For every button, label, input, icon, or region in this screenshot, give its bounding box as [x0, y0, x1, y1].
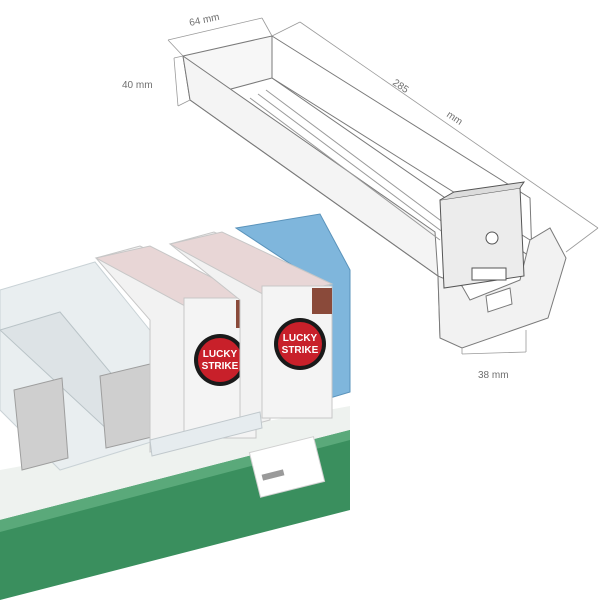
tray-right-wall — [271, 35, 533, 259]
price-label — [248, 436, 326, 498]
logo-disc-right — [278, 322, 322, 366]
price-label-barcode — [261, 469, 285, 481]
tray-front-lip — [437, 227, 567, 349]
pusher-left — [13, 377, 69, 471]
logo-disc-left — [198, 338, 242, 382]
pusher-hole — [485, 231, 499, 245]
pusher-tray-drawing — [182, 35, 567, 349]
dim-label-width: 64 mm — [188, 12, 220, 29]
front-lip-left — [149, 411, 263, 457]
tray-front-notch — [485, 287, 513, 313]
brand-line2-right: STRIKE — [282, 345, 319, 356]
dim-label-length-unit: mm — [444, 109, 464, 127]
pusher-rail — [249, 89, 457, 241]
brand-line2-left: STRIKE — [202, 361, 239, 372]
dim-label-length-value: 285 — [390, 77, 410, 96]
pusher-middle — [99, 363, 157, 449]
brand-line1-right: LUCKY — [283, 333, 318, 344]
shelf-top-surface — [0, 406, 350, 520]
dim-line-length — [299, 21, 599, 229]
pusher-paddle — [439, 187, 525, 289]
pack-front-right-band — [312, 288, 332, 314]
dimension-lines — [167, 17, 599, 355]
dim-line-width — [167, 17, 263, 41]
dim-label-front: 38 mm — [478, 370, 509, 381]
pusher-slot — [471, 267, 507, 281]
pusher-paddle-side — [439, 181, 526, 201]
pack-group-right-tops — [168, 231, 334, 299]
dim-line-front — [461, 351, 527, 355]
shelf-photo: LUCKY STRIKE LUCKY STRIKE — [0, 213, 351, 600]
dim-label-height: 40 mm — [122, 80, 153, 91]
brand-line1-left: LUCKY — [203, 349, 238, 360]
dim-line-height — [173, 57, 179, 107]
